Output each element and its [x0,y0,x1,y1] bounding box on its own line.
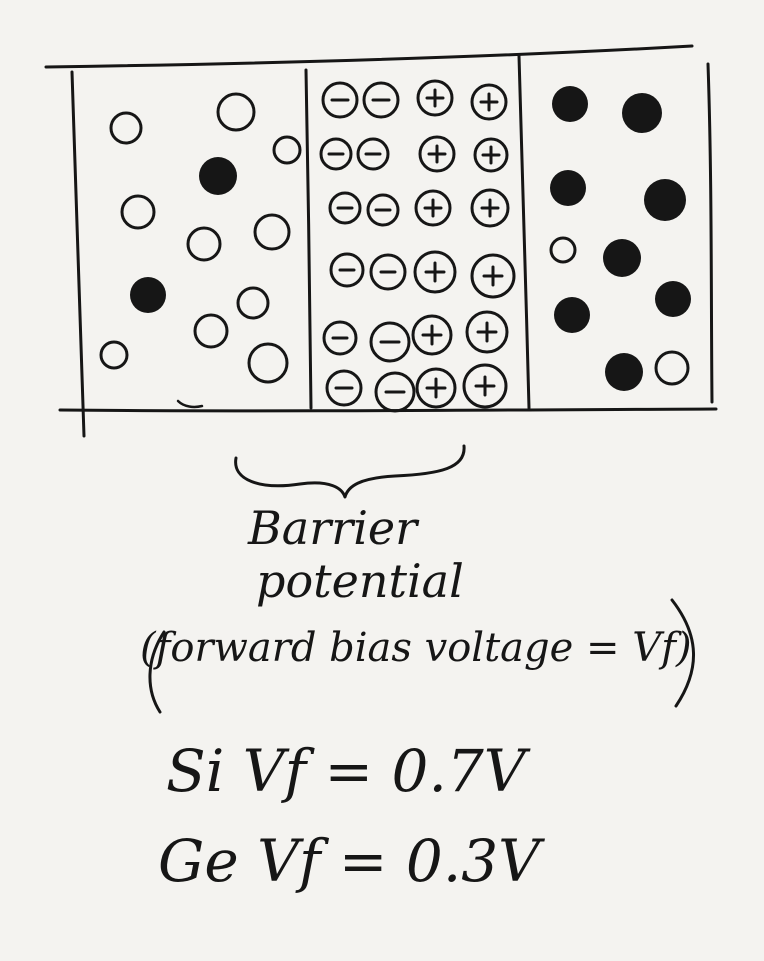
hole [654,350,690,386]
negative-ion [366,193,400,227]
hole [120,194,156,230]
box-bottom-line [58,407,718,413]
ge-voltage-label: Ge Vf = 0.3V [158,827,541,895]
negative-ion [322,320,358,356]
box-right-line [706,62,714,404]
hole [272,135,302,165]
positive-ion [465,310,509,354]
electron [552,86,588,122]
hole [236,286,270,320]
open-paren [148,630,166,714]
positive-ion [413,250,457,294]
depletion-region [319,79,516,413]
negative-ion [374,371,416,413]
negative-ion [356,137,390,171]
electron [550,170,586,206]
positive-ion [418,135,456,173]
electron [605,353,643,391]
si-voltage-label: Si Vf = 0.7V [166,737,526,805]
hole [216,92,256,132]
electron [655,281,691,317]
electron [603,239,641,277]
box-top-line [44,44,694,69]
positive-ion [470,188,510,228]
positive-ion [462,363,508,409]
n-region [549,86,691,391]
positive-ion [470,83,508,121]
negative-ion [329,252,365,288]
junction-right-line [517,54,531,410]
hole [186,226,222,262]
stray-mark [176,399,204,409]
junction-left-line [304,68,313,410]
negative-ion [321,81,359,119]
positive-ion [414,189,452,227]
positive-ion [470,253,516,299]
hole [109,111,143,145]
negative-ion [369,253,407,291]
p-region [99,92,302,384]
acceptor-ion [199,157,237,195]
positive-ion [473,137,509,173]
positive-ion [415,367,457,409]
positive-ion [416,79,454,117]
electron [644,179,686,221]
hole [193,313,229,349]
acceptor-ion [130,277,166,313]
hole [247,342,289,384]
hole [99,340,129,370]
potential-label: potential [256,554,464,608]
close-paren [670,598,695,708]
negative-ion [369,321,411,363]
barrier-label: Barrier [248,501,418,555]
region-brace [234,444,466,499]
hole [253,213,291,251]
positive-ion [411,314,453,356]
forward-bias-label: (forward bias voltage = Vf) [140,625,692,671]
negative-ion [325,369,363,407]
negative-ion [362,81,400,119]
negative-ion [319,137,353,171]
electron [622,93,662,133]
hole [549,236,577,264]
negative-ion [328,191,362,225]
box-left-line [70,70,86,438]
electron [554,297,590,333]
